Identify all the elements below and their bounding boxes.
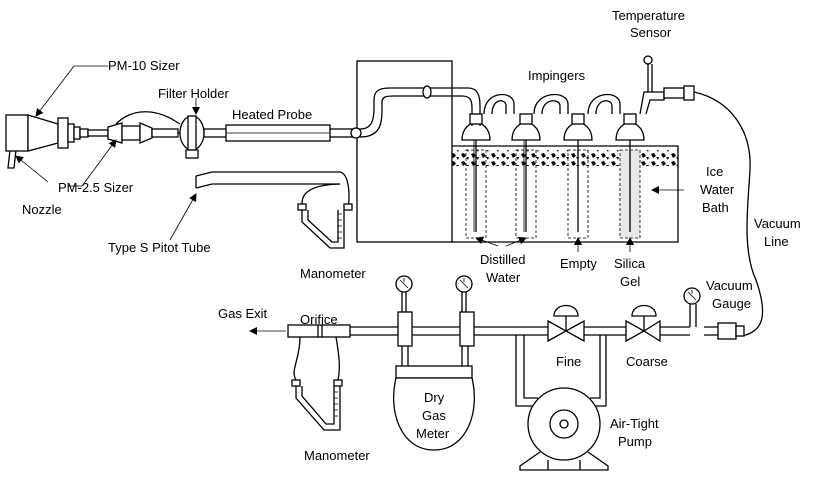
filter-holder [178, 115, 205, 159]
label-water: Water [700, 182, 735, 197]
label-vacuum-line-1: Vacuum [754, 216, 801, 231]
label-filter-holder: Filter Holder [158, 86, 229, 101]
type-s-pitot-tube [195, 171, 350, 207]
label-fine: Fine [556, 354, 581, 369]
gauge-1 [395, 275, 413, 366]
vacuum-gauge [683, 287, 701, 327]
label-gas: Gas [422, 408, 446, 423]
label-vacuum-gauge-2: Gauge [712, 296, 751, 311]
pm10-sizer [5, 114, 109, 152]
label-distilled: Distilled [480, 252, 526, 267]
label-air-tight: Air-Tight [610, 416, 659, 431]
pm25-sizer [107, 111, 181, 144]
orifice [287, 324, 351, 338]
label-pitot-tube: Type S Pitot Tube [108, 240, 211, 255]
label-vacuum-line-2: Line [764, 234, 789, 249]
impinger-1 [461, 113, 491, 239]
probe-to-impinger-pipe [350, 85, 481, 139]
label-gel: Gel [620, 274, 640, 289]
air-tight-pump [519, 387, 609, 471]
label-meter: Meter [416, 426, 450, 441]
coarse-valve [625, 304, 661, 343]
label-bath: Bath [702, 200, 729, 215]
label-heated-probe: Heated Probe [232, 107, 312, 122]
label-ice: Ice [706, 164, 723, 179]
nozzle [7, 149, 17, 169]
label-manometer-top: Manometer [300, 266, 366, 281]
impinger-4 [615, 113, 645, 239]
label-pump: Pump [618, 434, 652, 449]
label-dry: Dry [424, 390, 445, 405]
main-line [350, 322, 745, 340]
leader-lines [15, 65, 684, 335]
label-manometer-bottom: Manometer [304, 448, 370, 463]
manometer-bottom [291, 336, 343, 431]
vacuum-line [693, 91, 764, 337]
label-orifice: Orifice [300, 312, 338, 327]
label-temperature: Temperature [612, 8, 685, 23]
manometer-top [297, 203, 353, 249]
heated-probe [203, 124, 353, 142]
impinger-3 [563, 113, 593, 239]
label-pm10-sizer: PM-10 Sizer [108, 58, 180, 73]
dry-gas-meter [392, 365, 476, 451]
label-impingers: Impingers [528, 68, 586, 83]
label-empty: Empty [560, 256, 597, 271]
fine-valve [547, 304, 585, 343]
label-sensor: Sensor [630, 25, 672, 40]
label-pm25-sizer: PM-2.5 Sizer [58, 180, 134, 195]
label-coarse: Coarse [626, 354, 668, 369]
impinger-connectors [483, 93, 621, 115]
label-gas-exit: Gas Exit [218, 306, 268, 321]
label-silica: Silica [614, 256, 646, 271]
gauge-2 [455, 275, 475, 366]
temperature-sensor [639, 55, 695, 115]
label-nozzle: Nozzle [22, 202, 62, 217]
impinger-2 [511, 113, 541, 239]
label-vacuum-gauge-1: Vacuum [706, 278, 753, 293]
label-distilled-water: Water [486, 270, 521, 285]
